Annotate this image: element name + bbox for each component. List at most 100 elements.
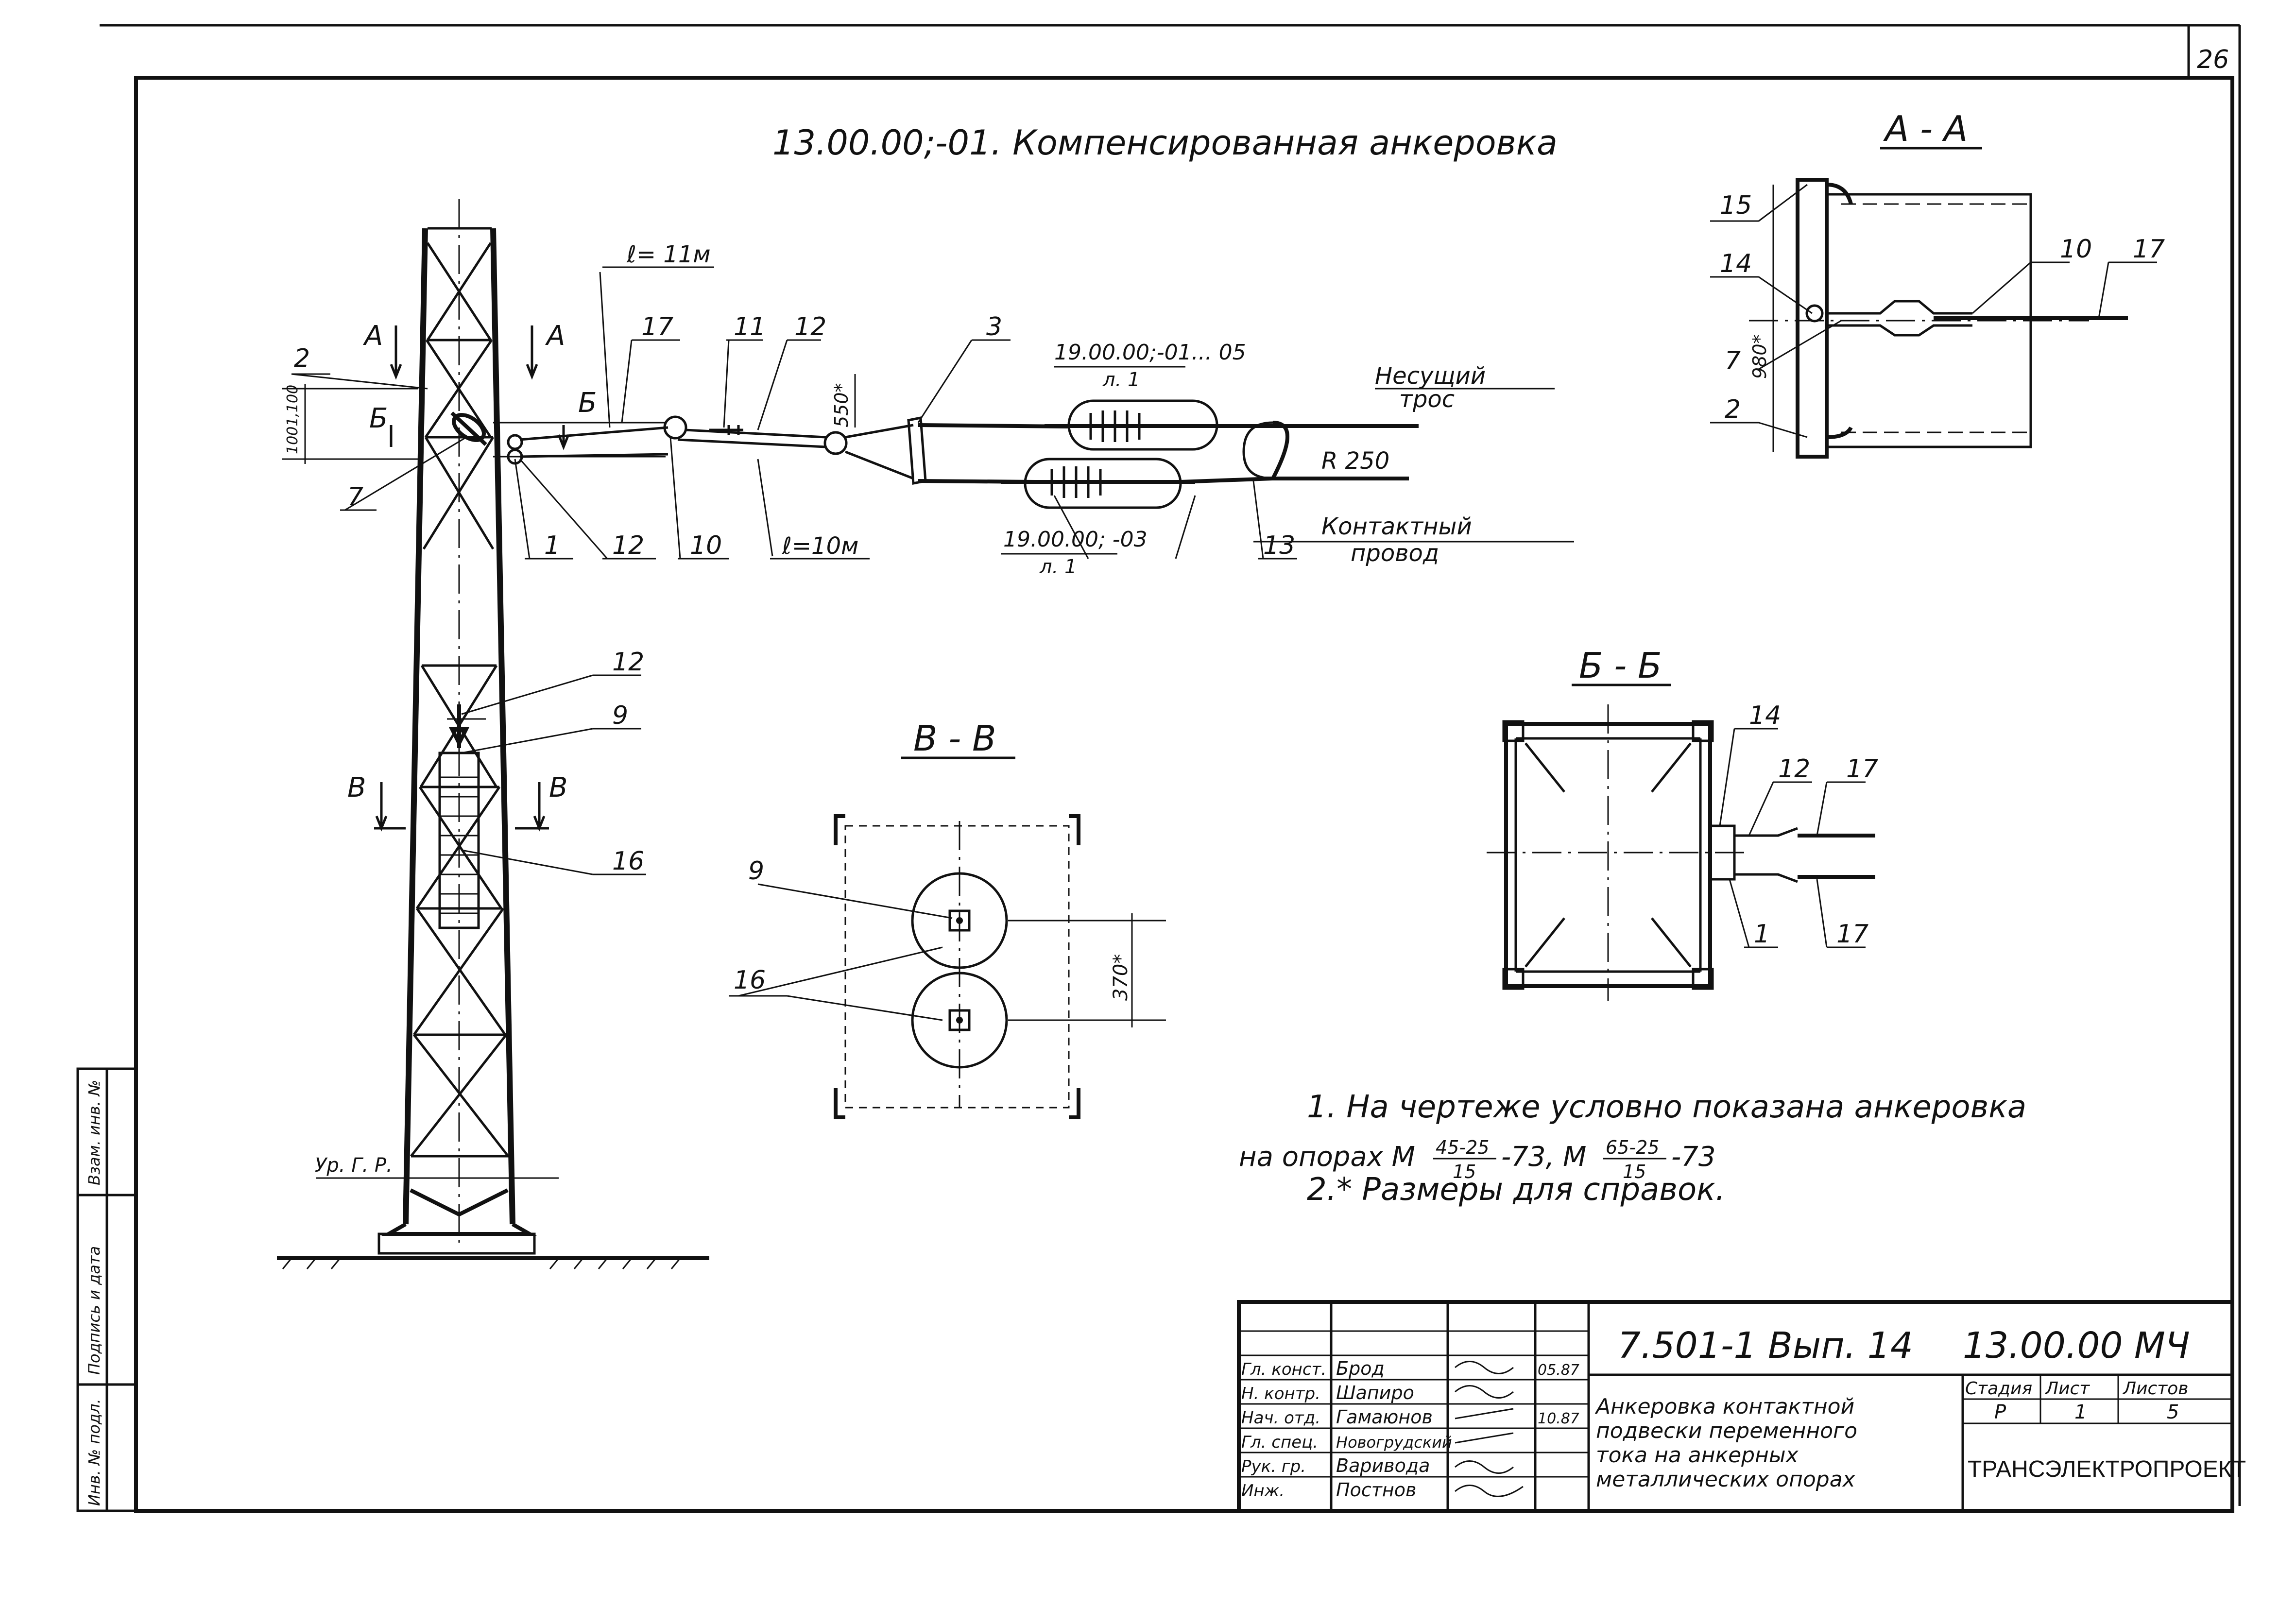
section-bb: Б - Б 14 12 17 1 17 [1487, 645, 1878, 1001]
vv-pos-9: 9 [748, 856, 764, 886]
main-leaders: 2 7 17 11 12 3 1 12 10 13 12 9 [291, 312, 1297, 876]
insulator-labels: 19.00.00;-01... 05 л. 1 19.00.00; -03 л.… [1001, 340, 1246, 578]
note-line-2c: -73 [1671, 1141, 1715, 1173]
carrier-label-2: трос [1399, 386, 1455, 413]
date-2: 10.87 [1538, 1410, 1579, 1427]
bb-pos-17a: 17 [1846, 754, 1878, 784]
cut-v-left: В [347, 772, 366, 804]
section-markers: А А Б Б В В [347, 320, 597, 832]
border-frame [134, 76, 2234, 1513]
section-bb-title: Б - Б [1579, 645, 1662, 686]
sheet-frame: 26 [100, 24, 2241, 1513]
name-1: Шапиро [1336, 1382, 1414, 1403]
carrier-label-1: Несущий [1375, 362, 1486, 390]
vv-pos-16: 16 [734, 966, 766, 995]
contact-label-1: Контактный [1321, 513, 1472, 540]
bb-pos-17b: 17 [1836, 920, 1868, 949]
frac2-num: 65-25 [1606, 1137, 1659, 1158]
pos-1: 1 [544, 531, 560, 560]
sheet-header: Лист [2044, 1379, 2090, 1399]
len-11: ℓ= 11м [626, 241, 711, 268]
contact-label-2: провод [1351, 540, 1439, 567]
role-3: Гл. спец. [1241, 1433, 1318, 1452]
organization: ТРАНСЭЛЕКТРОПРОЕКТ [1968, 1456, 2246, 1482]
notes: 1. На чертеже условно показана анкеровка… [1239, 1089, 2026, 1208]
pos-10: 10 [690, 531, 722, 560]
side-inv-podl: Инв. № подл. [85, 1399, 103, 1506]
side-vzam: Взам. инв. № [85, 1080, 103, 1185]
section-aa-title: А - А [1883, 108, 1968, 149]
name-2: Гамаюнов [1336, 1406, 1433, 1428]
bb-pos-12: 12 [1778, 754, 1810, 784]
name-3: Новогрудский [1336, 1433, 1452, 1452]
role-0: Гл. конст. [1241, 1360, 1326, 1379]
pos-9: 9 [612, 701, 628, 730]
desc-line-4: металлических опорах [1596, 1467, 1856, 1492]
ins-lower-sub: л. 1 [1039, 556, 1077, 578]
bb-pos-1: 1 [1754, 920, 1770, 949]
aa-pos-7: 7 [1725, 346, 1741, 376]
role-1: Н. контр. [1241, 1384, 1320, 1403]
counterweight [438, 704, 486, 929]
pos-12c: 12 [612, 648, 644, 677]
ground-label: Ур. Г. Р. [315, 1154, 393, 1177]
date-0: 05.87 [1538, 1362, 1579, 1379]
name-0: Брод [1336, 1358, 1385, 1379]
ins-lower-label: 19.00.00; -03 [1003, 527, 1148, 552]
role-4: Рук. гр. [1241, 1457, 1306, 1476]
anchor-wires [493, 415, 1069, 485]
note-line-2a: на опорах М [1239, 1141, 1415, 1173]
cut-b-right: Б [578, 387, 597, 419]
pos-3: 3 [986, 312, 1002, 342]
section-vv-title: В - В [913, 718, 996, 759]
name-4: Варивода [1336, 1455, 1430, 1476]
ground-level: Ур. Г. Р. [315, 1154, 559, 1179]
side-stamp: Инв. № подл. Подпись и дата Взам. инв. № [76, 1067, 137, 1512]
doc-number: 13.00.00 МЧ [1963, 1325, 2190, 1367]
stage-header: Стадия [1965, 1379, 2032, 1399]
aa-pos-2: 2 [1725, 395, 1741, 424]
side-podpis: Подпись и дата [85, 1246, 103, 1375]
pos-17: 17 [641, 312, 673, 342]
len-10: ℓ=10м [782, 532, 858, 560]
pos-11: 11 [734, 312, 766, 342]
name-5: Постнов [1336, 1479, 1416, 1501]
ins-upper-label: 19.00.00;-01... 05 [1054, 340, 1246, 365]
page-number: 26 [2197, 45, 2229, 74]
note-line-2b: -73, М [1501, 1141, 1586, 1173]
pulley-1 [663, 415, 687, 440]
bb-pos-14: 14 [1749, 701, 1781, 730]
cut-v-right: В [549, 772, 567, 804]
role-5: Инж. [1241, 1481, 1285, 1501]
frac1-num: 45-25 [1436, 1137, 1489, 1158]
desc-line-3: тока на анкерных [1596, 1443, 1799, 1468]
section-vv: В - В 370* 9 16 [729, 718, 1166, 1119]
role-2: Нач. отд. [1241, 1408, 1320, 1428]
desc-line-2: подвески переменного [1596, 1419, 1857, 1443]
drawing-title: 13.00.00;-01. Компенсированная анкеровка [772, 123, 1558, 163]
aa-pos-17: 17 [2133, 235, 2165, 264]
signatures [1455, 1361, 1524, 1497]
pos-2: 2 [294, 344, 310, 373]
dim-550: 550* [831, 383, 852, 427]
vv-dim: 370* [1110, 954, 1132, 1001]
pos-16: 16 [612, 847, 644, 876]
wire-labels: Несущий трос R 250 Контактный провод [1253, 362, 1574, 567]
sheet-value: 1 [2074, 1401, 2087, 1423]
insulator-carrier [1045, 399, 1419, 451]
aa-pos-15: 15 [1720, 191, 1752, 220]
note-line-1: 1. На чертеже условно показана анкеровка [1307, 1089, 2026, 1125]
ins-upper-sub: л. 1 [1102, 369, 1140, 391]
cut-a-right: А [545, 320, 565, 352]
main-dimensions: 1001,100 550* ℓ= 11м ℓ=10м [282, 241, 870, 560]
note-line-3: 2.* Размеры для справок. [1307, 1172, 1725, 1208]
stage-value: Р [1994, 1401, 2006, 1423]
frac2-den: 15 [1623, 1161, 1646, 1182]
aa-pos-10: 10 [2060, 235, 2092, 264]
doc-code: 7.501-1 Вып. 14 [1618, 1325, 1913, 1367]
title-block: 7.501-1 Вып. 14 13.00.00 МЧ Анкеровка ко… [1237, 1300, 2246, 1513]
cut-a-left: А [363, 320, 383, 352]
dim-1001: 1001,100 [284, 385, 301, 454]
pos-12a: 12 [794, 312, 826, 342]
